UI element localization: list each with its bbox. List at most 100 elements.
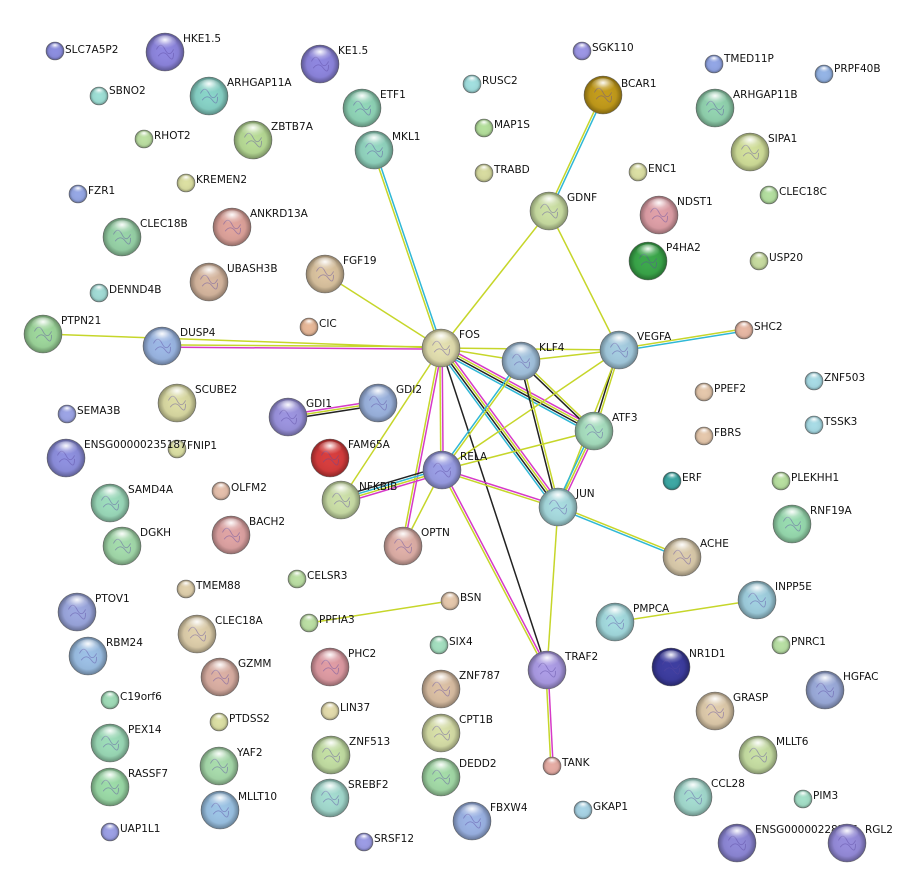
node-ZBTB7A[interactable]: ZBTB7A (233, 120, 314, 160)
node-GZMM[interactable]: GZMM (200, 657, 271, 697)
node-SBNO2[interactable]: SBNO2 (89, 85, 146, 106)
node-MAP1S[interactable]: MAP1S (474, 118, 530, 138)
node-CELSR3[interactable]: CELSR3 (287, 569, 347, 589)
node-RHOT2[interactable]: RHOT2 (134, 129, 191, 149)
node-DGKH[interactable]: DGKH (102, 526, 171, 566)
node-KREMEN2[interactable]: KREMEN2 (176, 173, 247, 193)
node-ZNF513[interactable]: ZNF513 (311, 735, 390, 775)
node-PNRC1[interactable]: PNRC1 (771, 635, 826, 655)
node-GDI2[interactable]: GDI2 (358, 383, 422, 423)
node-FAM65A[interactable]: FAM65A (310, 438, 391, 478)
node-CCL28[interactable]: CCL28 (673, 777, 745, 817)
node-MKL1[interactable]: MKL1 (354, 130, 420, 170)
node-SEMA3B[interactable]: SEMA3B (57, 404, 120, 424)
node-USP20[interactable]: USP20 (749, 251, 803, 271)
node-SGK110[interactable]: SGK110 (572, 41, 634, 61)
node-BSN[interactable]: BSN (440, 591, 482, 611)
node-MLLT6[interactable]: MLLT6 (738, 735, 809, 775)
node-TANK[interactable]: TANK (542, 756, 591, 776)
node-ARHGAP11B[interactable]: ARHGAP11B (695, 88, 798, 128)
node-OPTN[interactable]: OPTN (383, 526, 450, 566)
node-C19orf6[interactable]: C19orf6 (100, 690, 162, 710)
node-PEX14[interactable]: PEX14 (90, 723, 162, 763)
node-YAF2[interactable]: YAF2 (199, 746, 263, 786)
node-UBASH3B[interactable]: UBASH3B (189, 262, 278, 302)
node-NDST1[interactable]: NDST1 (639, 195, 713, 235)
node-HKE1.5[interactable]: HKE1.5 (145, 32, 221, 72)
node-ENC1[interactable]: ENC1 (628, 162, 677, 182)
node-SLC7A5P2[interactable]: SLC7A5P2 (45, 41, 118, 61)
node-FZR1[interactable]: FZR1 (68, 184, 115, 204)
node-GRASP[interactable]: GRASP (695, 691, 768, 731)
node-BCAR1[interactable]: BCAR1 (583, 75, 657, 115)
node-BACH2[interactable]: BACH2 (211, 515, 285, 555)
node-MLLT10[interactable]: MLLT10 (200, 790, 277, 830)
node-HGFAC[interactable]: HGFAC (805, 670, 878, 710)
node-PIM3[interactable]: PIM3 (793, 789, 838, 809)
node-TSSK3[interactable]: TSSK3 (804, 415, 857, 435)
node-INPP5E[interactable]: INPP5E (737, 580, 812, 620)
node-OLFM2[interactable]: OLFM2 (211, 481, 267, 501)
node-RUSC2[interactable]: RUSC2 (462, 74, 518, 94)
node-JUN[interactable]: JUN (538, 487, 595, 527)
node-PPFIA3[interactable]: PPFIA3 (299, 613, 355, 633)
node-RASSF7[interactable]: RASSF7 (90, 767, 168, 807)
node-GDNF[interactable]: GDNF (529, 191, 597, 231)
node-TRABD[interactable]: TRABD (474, 163, 530, 183)
node-PTPN21[interactable]: PTPN21 (23, 314, 101, 354)
node-CIC[interactable]: CIC (299, 317, 337, 337)
node-ARHGAP11A[interactable]: ARHGAP11A (189, 76, 292, 116)
node-TRAF2[interactable]: TRAF2 (527, 650, 598, 690)
node-PLEKHH1[interactable]: PLEKHH1 (771, 471, 839, 491)
node-ZNF503[interactable]: ZNF503 (804, 371, 865, 391)
node-NR1D1[interactable]: NR1D1 (651, 647, 726, 687)
node-PTDSS2[interactable]: PTDSS2 (209, 712, 270, 732)
node-FNIP1[interactable]: FNIP1 (167, 439, 217, 459)
node-ETF1[interactable]: ETF1 (342, 88, 406, 128)
node-SCUBE2[interactable]: SCUBE2 (157, 383, 237, 423)
node-PTOV1[interactable]: PTOV1 (57, 592, 130, 632)
node-KLF4[interactable]: KLF4 (501, 341, 565, 381)
node-PRPF40B[interactable]: PRPF40B (814, 63, 881, 84)
node-SRSF12[interactable]: SRSF12 (354, 832, 414, 852)
node-PPEF2[interactable]: PPEF2 (694, 382, 746, 402)
node-PMPCA[interactable]: PMPCA (595, 602, 670, 642)
node-NFKBIB[interactable]: NFKBIB (321, 480, 397, 520)
node-UAP1L1[interactable]: UAP1L1 (100, 822, 160, 842)
node-FBRS[interactable]: FBRS (694, 426, 742, 446)
node-CLEC18B[interactable]: CLEC18B (102, 217, 188, 257)
node-CPT1B[interactable]: CPT1B (421, 713, 493, 753)
node-ENSG00000235187[interactable]: ENSG00000235187 (46, 438, 187, 478)
node-DENND4B[interactable]: DENND4B (89, 283, 161, 303)
node-SAMD4A[interactable]: SAMD4A (90, 483, 174, 523)
node-ERF[interactable]: ERF (662, 471, 702, 491)
node-TMED11P[interactable]: TMED11P (704, 53, 774, 74)
node-PHC2[interactable]: PHC2 (310, 647, 376, 687)
node-SIPA1[interactable]: SIPA1 (730, 132, 797, 172)
node-RNF19A[interactable]: RNF19A (772, 504, 853, 544)
node-CLEC18A[interactable]: CLEC18A (177, 614, 264, 654)
node-VEGFA[interactable]: VEGFA (599, 330, 672, 370)
node-LIN37[interactable]: LIN37 (320, 701, 370, 721)
node-GDI1[interactable]: GDI1 (268, 397, 332, 437)
node-TMEM88[interactable]: TMEM88 (176, 579, 241, 599)
node-SREBF2[interactable]: SREBF2 (310, 778, 389, 818)
node-ZNF787[interactable]: ZNF787 (421, 669, 500, 709)
node-RGL2[interactable]: RGL2 (827, 823, 893, 863)
node-P4HA2[interactable]: P4HA2 (628, 241, 701, 281)
node-ACHE[interactable]: ACHE (662, 537, 729, 577)
node-RELA[interactable]: RELA (422, 450, 488, 490)
node-DUSP4[interactable]: DUSP4 (142, 326, 216, 366)
node-ATF3[interactable]: ATF3 (574, 411, 638, 451)
node-RBM24[interactable]: RBM24 (68, 636, 143, 676)
node-DEDD2[interactable]: DEDD2 (421, 757, 497, 797)
node-CLEC18C[interactable]: CLEC18C (759, 185, 827, 205)
node-FOS[interactable]: FOS (421, 328, 480, 368)
node-ENSG00000228736[interactable]: ENSG00000228736 (717, 823, 858, 863)
node-SHC2[interactable]: SHC2 (734, 320, 783, 340)
node-FBXW4[interactable]: FBXW4 (452, 801, 528, 841)
node-SIX4[interactable]: SIX4 (429, 635, 473, 655)
node-KE1.5[interactable]: KE1.5 (300, 44, 368, 84)
node-GKAP1[interactable]: GKAP1 (573, 800, 628, 820)
node-FGF19[interactable]: FGF19 (305, 254, 377, 294)
